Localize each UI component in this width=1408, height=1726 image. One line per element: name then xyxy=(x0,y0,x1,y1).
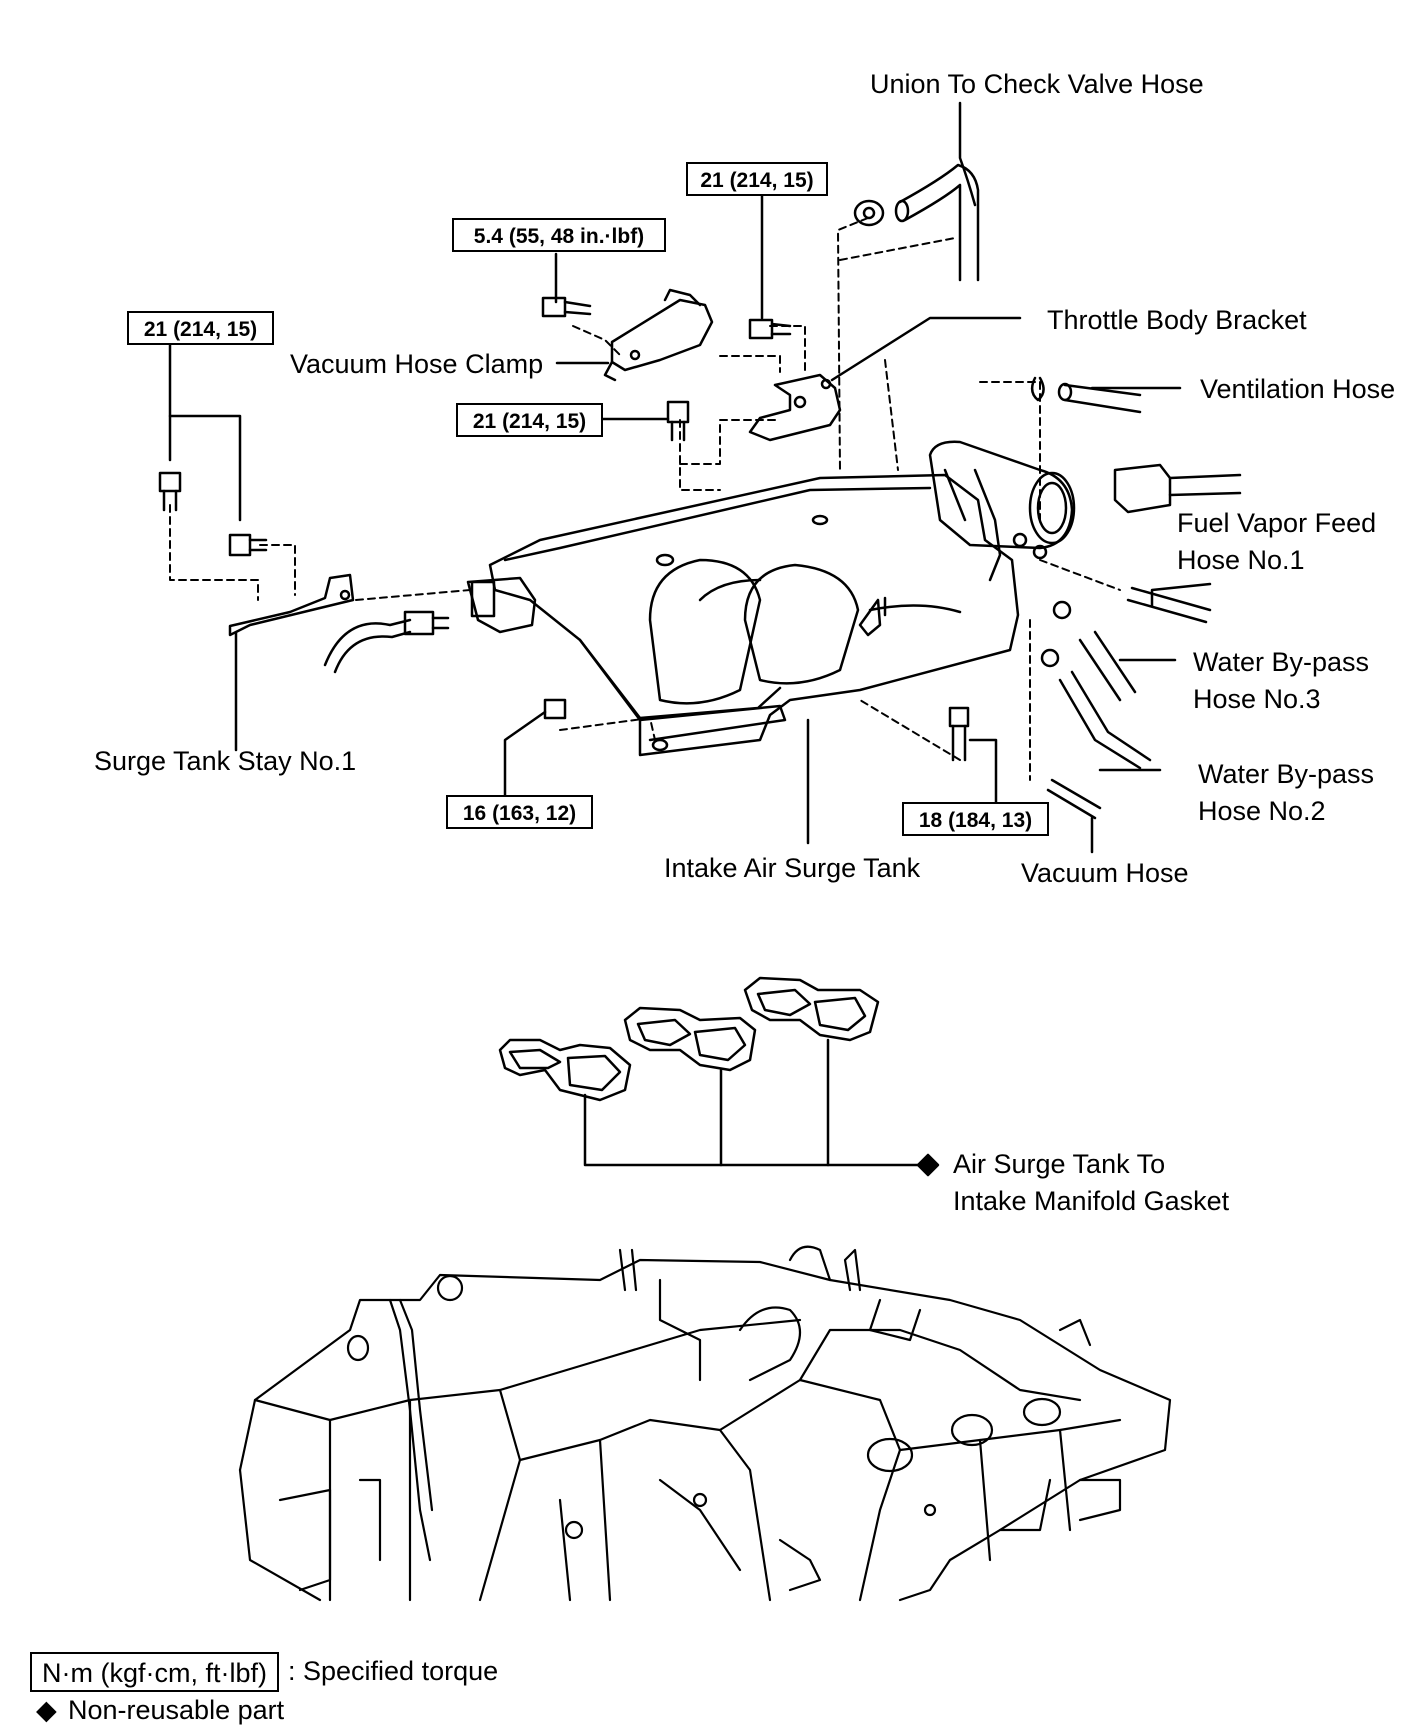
water-bypass-hose-2-label-1: Water By-pass xyxy=(1198,759,1375,789)
fuel-vapor-feed-hose xyxy=(1113,463,1242,624)
water-bypass-hose-3-label-2: Hose No.3 xyxy=(1193,684,1321,714)
non-reusable-marker xyxy=(916,1153,940,1177)
throttle-body-bracket-label: Throttle Body Bracket xyxy=(1047,305,1307,335)
union-check-valve-hose xyxy=(853,163,980,282)
leader-lines xyxy=(168,101,1212,854)
legend-non-reusable-symbol: ◆ xyxy=(36,1695,57,1725)
intake-air-surge-tank xyxy=(466,473,1020,757)
surge-tank-stay xyxy=(228,573,355,637)
torque-bracket-bolt-lower: 21 (214, 15) xyxy=(456,403,603,437)
fuel-vapor-feed-hose-label-2: Hose No.1 xyxy=(1177,545,1305,575)
legend-torque-desc: : Specified torque xyxy=(288,1656,499,1686)
legend-non-reusable-desc: Non-reusable part xyxy=(68,1695,285,1725)
bolts xyxy=(158,296,970,762)
water-bypass-hose-3-label-1: Water By-pass xyxy=(1193,647,1370,677)
torque-tank-stud: 18 (184, 13) xyxy=(902,802,1049,836)
legend-torque-unit-box: N·m (kgf·cm, ft·lbf) xyxy=(30,1652,279,1692)
gasket-group xyxy=(498,976,922,1167)
vacuum-hose-clamp xyxy=(603,288,714,382)
fuel-vapor-feed-hose-label-1: Fuel Vapor Feed xyxy=(1177,508,1377,538)
water-bypass-hose-2-label-2: Hose No.2 xyxy=(1198,796,1326,826)
ventilation-hose xyxy=(1030,376,1142,414)
vacuum-hose-label: Vacuum Hose xyxy=(1021,858,1189,888)
torque-clamp-bolt: 5.4 (55, 48 in.·lbf) xyxy=(452,218,666,252)
torque-tank-nut: 16 (163, 12) xyxy=(446,795,593,829)
union-check-valve-hose-label: Union To Check Valve Hose xyxy=(870,69,1204,99)
surge-tank-stay-label: Surge Tank Stay No.1 xyxy=(94,746,357,776)
water-bypass-hoses xyxy=(1040,600,1152,770)
vacuum-hose-clamp-label: Vacuum Hose Clamp xyxy=(290,349,544,379)
sensor-wire xyxy=(323,610,450,674)
gasket-label-2: Intake Manifold Gasket xyxy=(953,1186,1230,1216)
throttle-body-bracket xyxy=(748,373,842,442)
assembly-lines xyxy=(169,217,1121,781)
torque-stay-bolts: 21 (214, 15) xyxy=(127,311,274,345)
engine-block xyxy=(238,1245,1172,1602)
vacuum-hose xyxy=(1046,778,1102,820)
gasket-label-1: Air Surge Tank To xyxy=(953,1149,1166,1179)
torque-bracket-bolt-top: 21 (214, 15) xyxy=(686,162,828,196)
intake-air-surge-tank-label: Intake Air Surge Tank xyxy=(664,853,921,883)
ventilation-hose-label: Ventilation Hose xyxy=(1200,374,1396,404)
throttle-body xyxy=(928,440,1076,582)
